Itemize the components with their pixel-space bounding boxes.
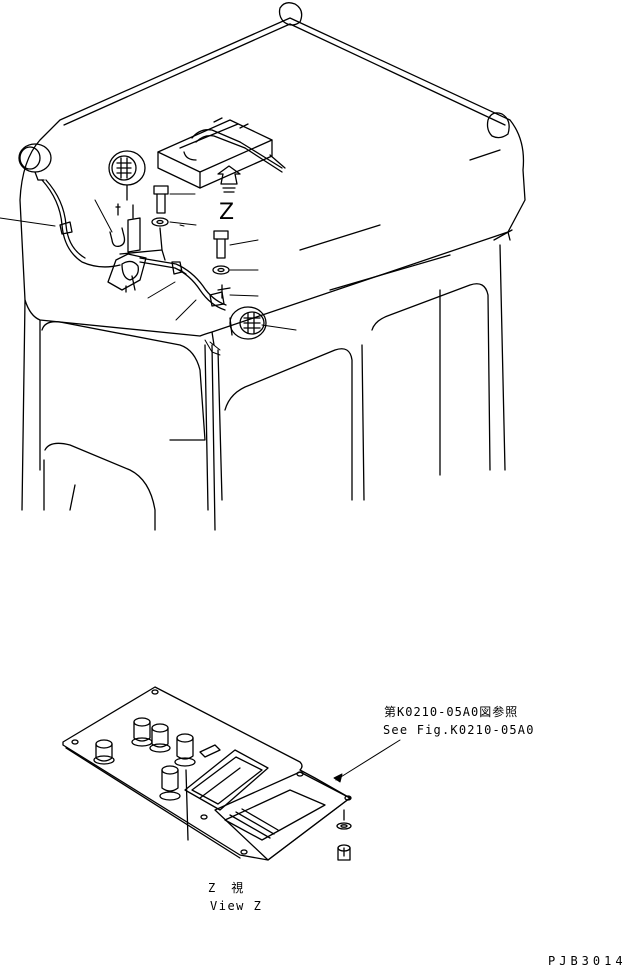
work-lamp-front [108, 150, 146, 201]
reference-label-ja: 第K0210-05A0図参照 [384, 705, 519, 719]
leader-lines-upper [0, 193, 297, 356]
connector-plate [62, 686, 352, 861]
work-lamp-right [229, 306, 267, 340]
view-label-en: View Z [210, 899, 263, 913]
view-label-ja: Z 視 [208, 881, 246, 895]
cab-roof [19, 2, 526, 346]
view-letter-label: Z [219, 200, 235, 225]
cab-body [21, 229, 513, 531]
view-arrow-icon [217, 165, 241, 193]
figure-number: PJB3014 [548, 954, 627, 968]
connector-housing [157, 117, 286, 189]
lamp-bracket [107, 203, 163, 293]
connector-icon [93, 717, 196, 841]
plate-bolt [336, 809, 352, 861]
reference-label-en: See Fig.K0210-05A0 [383, 723, 535, 737]
harness [41, 179, 227, 311]
reference-leader [333, 739, 401, 783]
bolts-washers [151, 185, 231, 299]
